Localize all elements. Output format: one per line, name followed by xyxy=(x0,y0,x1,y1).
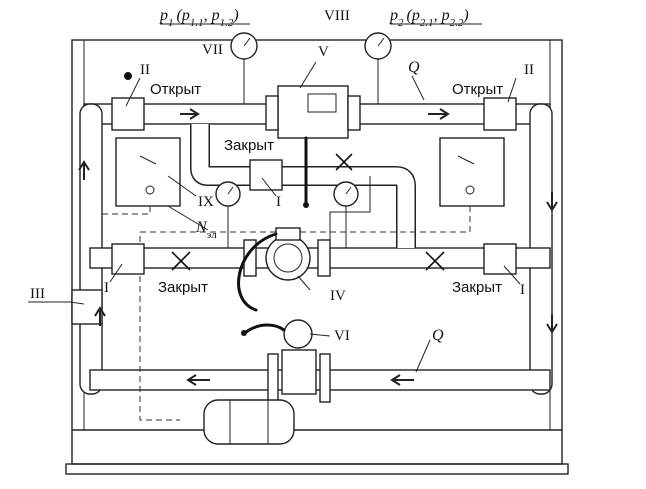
flow-arrow-top-right xyxy=(428,108,450,120)
flow-arrow-bottom-left xyxy=(186,374,210,386)
label-IV: IV xyxy=(330,288,346,304)
panel-right xyxy=(439,137,505,207)
leader-VI xyxy=(309,333,331,337)
flow-arrow-right-down-2 xyxy=(546,314,558,334)
flowmeter-flange-left xyxy=(267,353,279,403)
panel-IX-left xyxy=(115,137,181,207)
leader-II-right xyxy=(507,77,517,103)
panel-right-indicator xyxy=(457,155,475,165)
label-V: V xyxy=(318,44,329,60)
flow-arrow-left-up-2 xyxy=(94,306,106,326)
label-II-right: II xyxy=(524,62,534,78)
label-VIII: VIII xyxy=(324,8,350,24)
pump-flange-right xyxy=(317,239,331,277)
label-I-mid: I xyxy=(276,194,281,210)
label-p1: p1(p1.1, p1.2) xyxy=(159,7,239,29)
cable-pump xyxy=(237,232,278,312)
bypass-pipe-fill xyxy=(191,124,415,248)
closed-cross-1b xyxy=(335,153,353,171)
leader-Q-top xyxy=(411,75,425,101)
label-closed-left: Закрыт xyxy=(158,279,208,296)
label-Q-top: Q xyxy=(408,59,420,76)
cable-V-end xyxy=(303,202,309,208)
leader-IX xyxy=(167,175,197,197)
leader-Nel xyxy=(167,205,209,231)
label-III: III xyxy=(30,286,45,302)
flow-arrow-bottom-right xyxy=(390,374,414,386)
closed-cross-2b xyxy=(171,251,191,271)
leader-V xyxy=(299,61,317,89)
leader-II-left xyxy=(125,77,141,107)
gauge-left-mid-needle xyxy=(227,186,234,195)
flowmeter-VI-head xyxy=(283,319,313,349)
control-line-dashed-2 xyxy=(100,206,151,215)
leader-IV xyxy=(297,275,311,291)
marker-dot xyxy=(124,72,132,80)
pump-IV-top xyxy=(275,227,301,241)
gauge-VII-needle xyxy=(243,37,251,47)
panel-right-knob xyxy=(465,185,475,195)
pump-IV xyxy=(265,235,311,281)
meter-flange-right xyxy=(347,95,361,131)
label-IX: IX xyxy=(198,194,214,210)
flow-arrow-left-up xyxy=(78,160,90,180)
flowmeter-body xyxy=(281,349,317,395)
label-open-left: Открыт xyxy=(150,81,201,98)
control-line-dashed xyxy=(139,206,471,421)
valve-I-top xyxy=(249,159,283,191)
panel-left-knob xyxy=(145,185,155,195)
label-closed-top: Закрыт xyxy=(224,137,274,154)
label-VII: VII xyxy=(202,42,223,58)
leader-I-right xyxy=(503,265,521,285)
stand-base-plate xyxy=(65,463,569,475)
label-closed-right: Закрыт xyxy=(452,279,502,296)
label-open-right: Открыт xyxy=(452,81,503,98)
leader-I-mid xyxy=(261,177,277,197)
closed-cross-3b xyxy=(425,251,445,271)
label-VI: VI xyxy=(334,328,350,344)
flow-arrow-top-left xyxy=(180,108,200,120)
pump-IV-inner xyxy=(273,243,303,273)
label-II-left: II xyxy=(140,62,150,78)
valve-I-left xyxy=(111,243,145,275)
leader-Q-bottom xyxy=(415,339,431,373)
valve-II-right xyxy=(483,97,517,131)
flow-arrow-right-down xyxy=(546,192,558,212)
flowmeter-flange-right xyxy=(319,353,331,403)
bypass-inner-line xyxy=(329,176,371,248)
cable-flowmeter-end xyxy=(241,330,247,336)
gauge-right-mid-needle xyxy=(345,186,352,195)
label-Q-bottom: Q xyxy=(432,327,444,344)
valve-II-left xyxy=(111,97,145,131)
label-I-left: I xyxy=(104,280,109,296)
label-Nel: Nэл xyxy=(195,219,217,241)
heat-calculator-display xyxy=(307,93,337,113)
label-p2: p2(p2.1, p2.2) xyxy=(389,7,469,29)
meter-flange-left xyxy=(265,95,279,131)
leader-I-left xyxy=(109,263,123,283)
valve-I-right xyxy=(483,243,517,275)
cable-flowmeter xyxy=(244,323,286,334)
gauge-VIII-needle xyxy=(377,37,385,47)
valve-III xyxy=(71,289,103,325)
label-I-right: I xyxy=(520,282,525,298)
storage-tank xyxy=(203,399,295,445)
leader-III xyxy=(69,301,85,305)
panel-left-indicator xyxy=(139,155,157,165)
